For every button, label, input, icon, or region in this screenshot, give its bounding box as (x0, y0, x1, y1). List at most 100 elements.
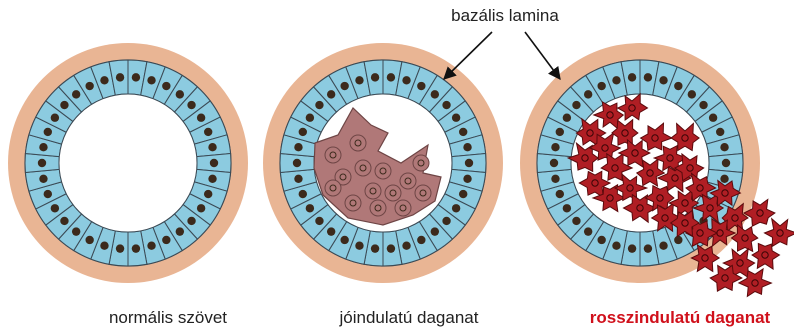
cell-nucleus (293, 159, 301, 167)
malignant-tumor-cell (765, 219, 794, 247)
cell-nucleus (85, 236, 93, 244)
cell-nucleus (550, 159, 558, 167)
benign-tumor-cell (345, 195, 361, 211)
cell-nucleus (315, 101, 323, 109)
cell-nucleus (44, 190, 52, 198)
cell-nucleus (371, 244, 379, 252)
cell-nucleus (463, 143, 471, 151)
cell-nucleus (204, 128, 212, 136)
cell-nucleus (197, 204, 205, 212)
cell-nucleus (51, 204, 59, 212)
cell-nucleus (674, 82, 682, 90)
benign-tumor-cell (365, 183, 381, 199)
cell-nucleus (299, 128, 307, 136)
malignant-tumor-cell (752, 244, 779, 270)
cell-nucleus (132, 244, 140, 252)
cell-nucleus (459, 190, 467, 198)
duct-lumen (59, 94, 197, 232)
cell-nucleus (699, 101, 707, 109)
cell-nucleus (147, 76, 155, 84)
cell-nucleus (100, 242, 108, 250)
cell-nucleus (204, 190, 212, 198)
cell-nucleus (720, 143, 728, 151)
cell-nucleus (612, 76, 620, 84)
cell-nucleus (628, 73, 636, 81)
basal-lamina-arrow-left (444, 32, 492, 79)
cell-nucleus (72, 90, 80, 98)
cell-nucleus (659, 76, 667, 84)
cell-nucleus (563, 114, 571, 122)
cell-nucleus (659, 242, 667, 250)
cell-nucleus (584, 90, 592, 98)
cell-nucleus (315, 217, 323, 225)
cell-nucleus (340, 236, 348, 244)
cell-nucleus (597, 236, 605, 244)
cell-nucleus (355, 242, 363, 250)
cell-nucleus (116, 73, 124, 81)
cell-nucleus (176, 227, 184, 235)
cell-nucleus (674, 236, 682, 244)
cell-nucleus (628, 244, 636, 252)
cell-nucleus (716, 128, 724, 136)
benign-tumor-cell (413, 155, 429, 171)
malignant-tumor-duct (520, 43, 794, 296)
cell-nucleus (208, 175, 216, 183)
cell-nucleus (688, 90, 696, 98)
cell-nucleus (402, 76, 410, 84)
cell-nucleus (208, 143, 216, 151)
normal-tissue-duct (8, 43, 248, 283)
benign-tumor-caption: jóindulatú daganat (289, 308, 529, 328)
cell-nucleus (39, 143, 47, 151)
cell-nucleus (556, 128, 564, 136)
cell-nucleus (162, 82, 170, 90)
cell-nucleus (431, 227, 439, 235)
benign-tumor-cell (375, 163, 391, 179)
basal-lamina-arrow-right (525, 32, 560, 79)
benign-tumor-cell (370, 200, 386, 216)
cell-nucleus (720, 175, 728, 183)
cell-nucleus (299, 190, 307, 198)
cell-nucleus (355, 76, 363, 84)
cell-nucleus (387, 244, 395, 252)
cell-nucleus (572, 101, 580, 109)
cell-nucleus (452, 204, 460, 212)
benign-tumor-cell (350, 135, 366, 151)
cell-nucleus (210, 159, 218, 167)
cell-nucleus (197, 114, 205, 122)
cell-nucleus (442, 217, 450, 225)
cell-nucleus (162, 236, 170, 244)
cell-nucleus (644, 244, 652, 252)
cell-nucleus (612, 242, 620, 250)
cell-nucleus (644, 73, 652, 81)
cell-nucleus (722, 159, 730, 167)
cell-nucleus (463, 175, 471, 183)
cell-nucleus (38, 159, 46, 167)
cell-nucleus (294, 175, 302, 183)
cell-nucleus (340, 82, 348, 90)
cell-nucleus (431, 90, 439, 98)
cell-nucleus (584, 227, 592, 235)
cell-nucleus (176, 90, 184, 98)
cell-nucleus (556, 190, 564, 198)
cell-nucleus (417, 236, 425, 244)
cell-nucleus (597, 82, 605, 90)
benign-tumor-cell (400, 173, 416, 189)
benign-tumor-cell (325, 147, 341, 163)
benign-tumor-cell (415, 185, 431, 201)
cell-nucleus (39, 175, 47, 183)
cell-nucleus (306, 204, 314, 212)
cell-nucleus (44, 128, 52, 136)
benign-tumor-cell (355, 160, 371, 176)
benign-tumor-cell (395, 200, 411, 216)
cell-nucleus (294, 143, 302, 151)
cell-nucleus (60, 217, 68, 225)
cell-nucleus (402, 242, 410, 250)
cell-nucleus (459, 128, 467, 136)
cell-nucleus (51, 114, 59, 122)
cell-nucleus (327, 90, 335, 98)
cell-nucleus (116, 244, 124, 252)
cell-nucleus (60, 101, 68, 109)
cell-nucleus (709, 114, 717, 122)
malignant-tumor-caption: rosszindulatú daganat (560, 308, 794, 328)
benign-tumor-duct (263, 43, 503, 283)
